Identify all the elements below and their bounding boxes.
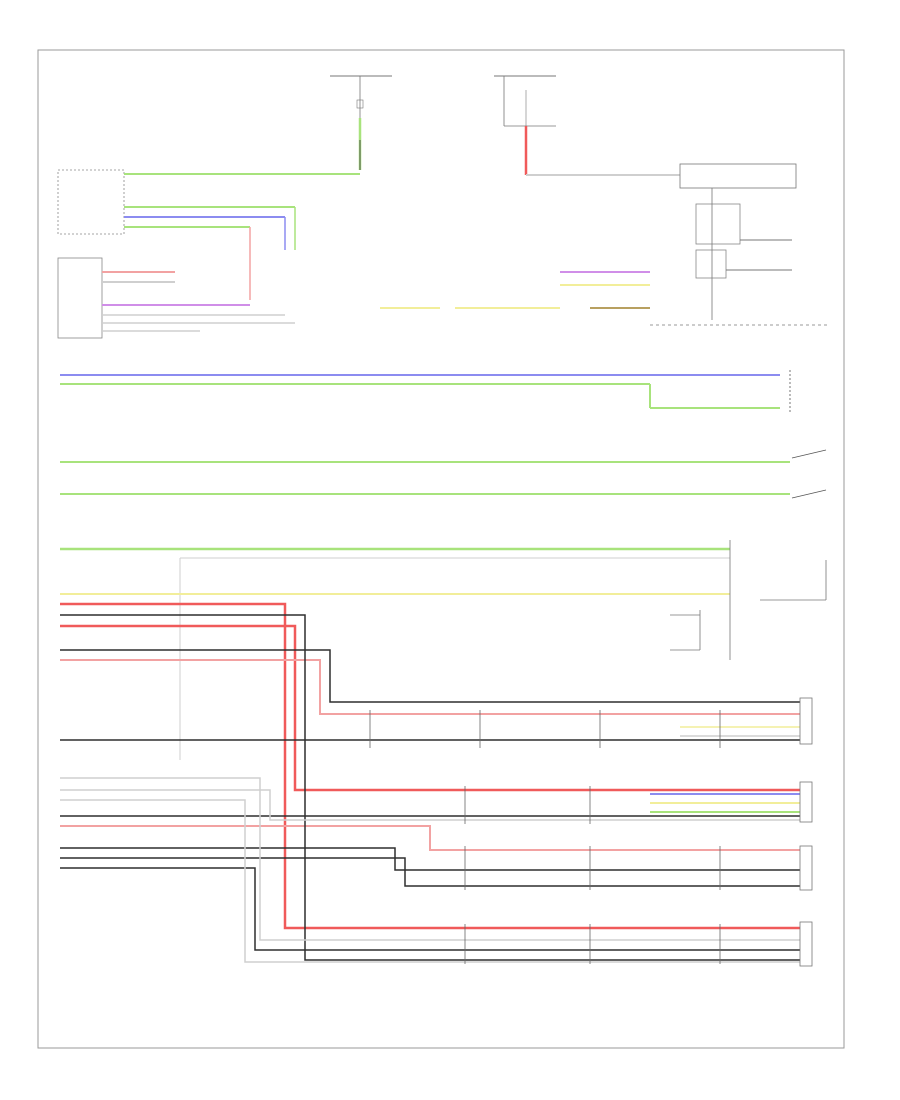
front-right-speed-sensor (799, 781, 813, 823)
steering-sensor-wires (60, 449, 827, 499)
front-left-speed-sensor (799, 697, 813, 745)
fuse-box-top-left (330, 75, 392, 170)
rear-right-speed-sensor (799, 921, 813, 967)
can-bus-wires (60, 370, 791, 412)
engine-control-module (57, 257, 295, 339)
junction-ticks (369, 710, 721, 964)
steering-sensor (60, 540, 827, 760)
transmission-range-switch (57, 169, 360, 300)
signal-wires (60, 614, 800, 963)
diagram-frame (37, 49, 845, 1049)
junction-connectors (380, 271, 650, 309)
combination-meter (650, 163, 830, 326)
fuse-box-top-right (494, 75, 680, 176)
rear-left-speed-sensor (799, 845, 813, 891)
power-supply-wires (60, 602, 800, 930)
sensor-lead-colors (650, 726, 800, 813)
